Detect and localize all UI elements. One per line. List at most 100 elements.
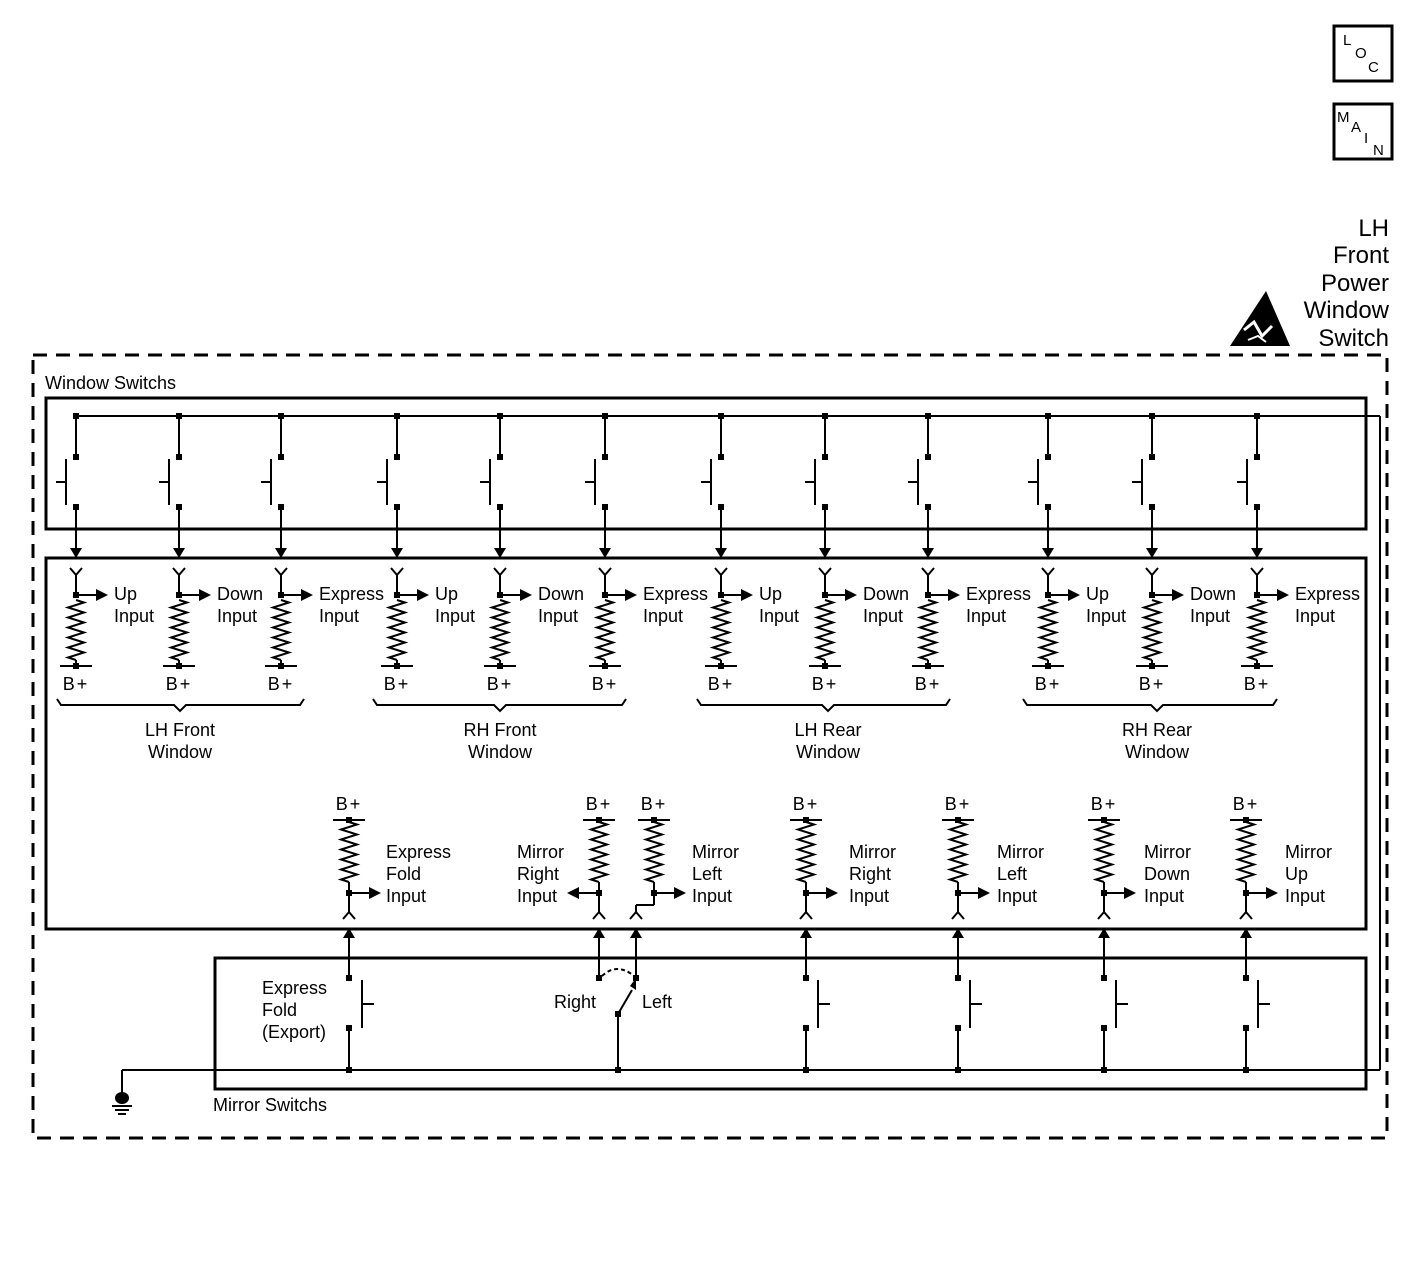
input-label-line1: Down [1190, 584, 1236, 604]
component-title-line: Power [1321, 270, 1389, 297]
input-arrow [625, 589, 637, 601]
input-label-line1: Up [759, 584, 782, 604]
input-arrow [369, 887, 381, 899]
bus-junction [73, 413, 79, 419]
signal-arrow [715, 548, 727, 558]
input-arrow [301, 589, 313, 601]
switch-contact [1254, 454, 1260, 460]
input-label-line1: Down [538, 584, 584, 604]
bus-junction [394, 413, 400, 419]
input-label-line2: Input [319, 606, 359, 626]
pull-up-resistor [337, 821, 361, 883]
loc-button[interactable]: LOC [1332, 24, 1394, 83]
signal-arrow [343, 928, 355, 938]
signal-arrow [800, 928, 812, 938]
connector-chevron [714, 567, 728, 577]
main-button-frame [1332, 102, 1394, 161]
input-label-line2: Input [643, 606, 683, 626]
mirror-input-label-line3: Input [997, 886, 1037, 906]
loc-letter: O [1355, 45, 1367, 62]
bus-junction [1101, 1067, 1107, 1073]
window-group-name: LH Rear [794, 720, 861, 740]
signal-arrow [819, 548, 831, 558]
bplus-label: B+ [336, 794, 363, 814]
mirror-input-label-line2: Left [692, 864, 722, 884]
bplus-junction [955, 817, 961, 823]
esd-spark [1247, 334, 1267, 343]
input-label-line2: Input [863, 606, 903, 626]
window-group-name: Window [148, 742, 213, 762]
switch-contact [176, 454, 182, 460]
pull-up-resistor [794, 821, 818, 883]
bplus-label: B+ [1091, 794, 1118, 814]
loc-button-frame [1332, 24, 1394, 83]
input-arrow [741, 589, 753, 601]
mirror-input-label-line3: Input [1144, 886, 1184, 906]
pull-up-resistor [1092, 821, 1116, 883]
pull-up-resistor [587, 821, 611, 883]
connector-chevron [172, 567, 186, 577]
mirror-input-label-line3: Input [692, 886, 732, 906]
bus-junction [1254, 413, 1260, 419]
bplus-junction [1101, 817, 1107, 823]
mirror-input-label-line1: Express [386, 842, 451, 862]
bplus-junction [803, 817, 809, 823]
connector-chevron [390, 567, 404, 577]
signal-arrow [494, 548, 506, 558]
mirror-input-label-line3: Input [849, 886, 889, 906]
bus-junction [1045, 413, 1051, 419]
input-arrow [1124, 887, 1136, 899]
mirror-input-label-line3: Input [517, 886, 557, 906]
input-arrow [199, 589, 211, 601]
input-label-line2: Input [217, 606, 257, 626]
input-arrow [96, 589, 108, 601]
group-brace [56, 698, 305, 713]
window-switches-label: Window Switchs [45, 373, 176, 393]
input-label-line1: Express [319, 584, 384, 604]
pull-up-resistor [1234, 821, 1258, 883]
switch-contact [394, 454, 400, 460]
connector-chevron [1239, 910, 1253, 920]
input-arrow [826, 887, 838, 899]
bplus-label: B+ [166, 674, 193, 694]
mirror-input-label-line2: Left [997, 864, 1027, 884]
switch-contact [73, 454, 79, 460]
input-label-line2: Input [538, 606, 578, 626]
bplus-label: B+ [915, 674, 942, 694]
window-group-name: RH Rear [1122, 720, 1192, 740]
bus-junction [1243, 1067, 1249, 1073]
input-label-line2: Input [966, 606, 1006, 626]
bplus-label: B+ [812, 674, 839, 694]
input-label-line1: Up [114, 584, 137, 604]
ground-symbol-icon [112, 1092, 132, 1115]
signal-arrow [1251, 548, 1263, 558]
input-arrow [948, 589, 960, 601]
bplus-junction [1243, 817, 1249, 823]
switch-contact [1101, 975, 1107, 981]
input-label-line2: Input [1190, 606, 1230, 626]
switch-contact [718, 454, 724, 460]
switch-contact [1045, 454, 1051, 460]
connector-chevron [598, 567, 612, 577]
bus-junction [346, 1067, 352, 1073]
bplus-label: B+ [63, 674, 90, 694]
pull-up-resistor [64, 599, 88, 661]
input-arrow [978, 887, 990, 899]
bus-junction [822, 413, 828, 419]
pull-up-resistor [269, 599, 293, 661]
bus-junction [615, 1067, 621, 1073]
signal-arrow [952, 928, 964, 938]
signal-arrow [275, 548, 287, 558]
mirror-input-label-line3: Input [1285, 886, 1325, 906]
connector-chevron [921, 567, 935, 577]
mirror-input-label-line2: Fold [386, 864, 421, 884]
selector-right-label: Right [554, 992, 596, 1012]
input-label-line1: Up [435, 584, 458, 604]
mirror-switches-label: Mirror Switchs [213, 1095, 327, 1115]
bplus-label: B+ [592, 674, 619, 694]
bus-junction [1149, 413, 1155, 419]
bus-junction [176, 413, 182, 419]
main-letter: A [1351, 119, 1361, 136]
